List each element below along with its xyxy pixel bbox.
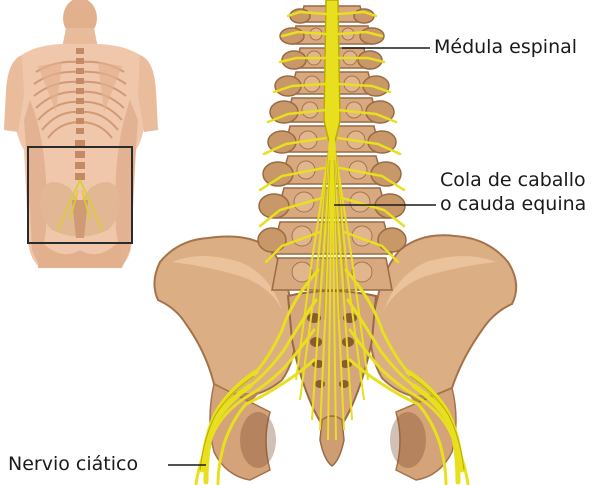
human-back-thumbnail — [4, 0, 158, 268]
label-nervio-ciatico: Nervio ciático — [8, 453, 138, 475]
label-medula-espinal: Médula espinal — [434, 36, 577, 58]
label-cola-de-caballo: Cola de caballo — [440, 169, 586, 191]
label-cauda-equina: o cauda equina — [440, 193, 586, 215]
spine-pelvis-illustration — [154, 0, 516, 484]
